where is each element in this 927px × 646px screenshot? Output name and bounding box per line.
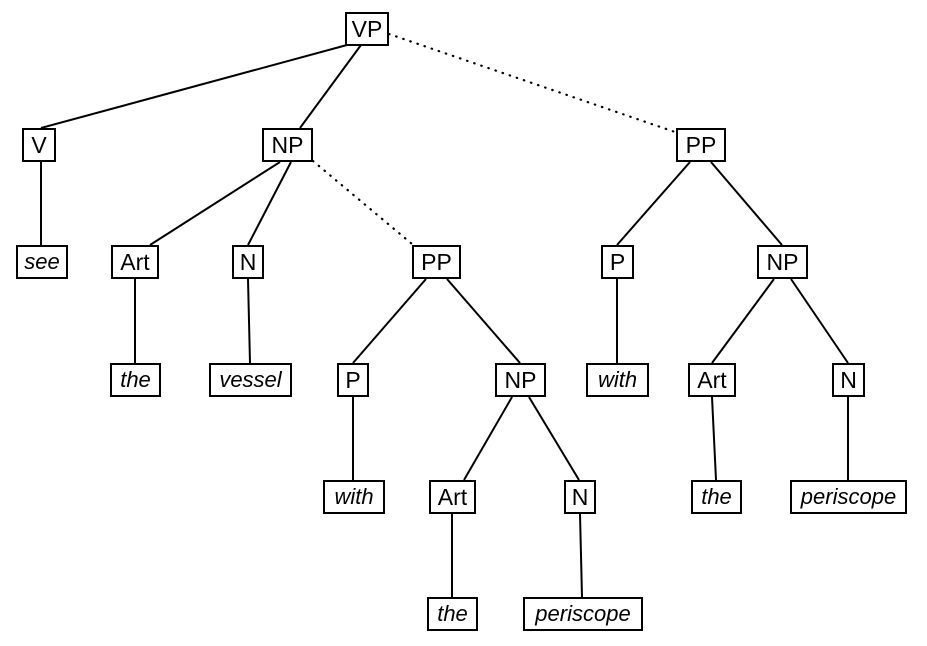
category-node-n_mid: N <box>564 480 596 514</box>
terminal-node-the_m: the <box>427 597 478 631</box>
tree-edge-np1-to-art1 <box>149 161 281 246</box>
category-node-vp: VP <box>345 12 389 46</box>
category-node-art_right: Art <box>688 363 736 397</box>
tree-edge-np_mid-to-n_mid <box>528 396 580 481</box>
terminal-node-peri_r: periscope <box>790 480 907 514</box>
category-node-pp_mid: PP <box>412 245 461 279</box>
tree-edge-np_right-to-n_right <box>790 278 849 364</box>
tree-edge-np1-to-pp_mid <box>311 159 414 246</box>
terminal-node-with_m: with <box>323 480 385 514</box>
tree-edge-np_right-to-art_right <box>711 278 775 364</box>
terminal-node-the_r: the <box>691 480 742 514</box>
tree-edge-vp-to-v <box>40 44 348 129</box>
tree-edge-pp_right-to-p_right <box>616 161 691 246</box>
terminal-node-peri_m: periscope <box>523 597 643 631</box>
category-node-np_right: NP <box>757 245 808 279</box>
category-node-art1: Art <box>111 245 159 279</box>
tree-edge-n1-to-vessel <box>247 278 251 364</box>
tree-edge-vp-to-np1 <box>299 44 362 129</box>
terminal-node-see: see <box>16 245 68 279</box>
category-node-np_mid: NP <box>495 363 546 397</box>
terminal-node-the1: the <box>110 363 161 397</box>
category-node-n1: N <box>232 245 264 279</box>
tree-edge-n_mid-to-peri_m <box>579 513 583 598</box>
category-node-p_right: P <box>601 245 634 279</box>
category-node-pp_right: PP <box>676 128 726 162</box>
terminal-node-with_r: with <box>586 363 649 397</box>
tree-edge-np_mid-to-art_mid <box>463 396 513 481</box>
category-node-v: V <box>22 128 56 162</box>
category-node-art_mid: Art <box>429 480 476 514</box>
category-node-n_right: N <box>832 363 865 397</box>
tree-edge-np1-to-n1 <box>247 161 292 246</box>
category-node-p_mid: P <box>337 363 369 397</box>
tree-edge-pp_mid-to-p_mid <box>352 278 427 364</box>
category-node-np1: NP <box>262 128 313 162</box>
tree-edge-art_right-to-the_r <box>711 396 717 481</box>
tree-edge-pp_mid-to-np_mid <box>446 278 521 364</box>
terminal-node-vessel: vessel <box>209 363 292 397</box>
tree-edge-vp-to-pp_right <box>387 32 677 134</box>
tree-edge-pp_right-to-np_right <box>710 161 783 246</box>
